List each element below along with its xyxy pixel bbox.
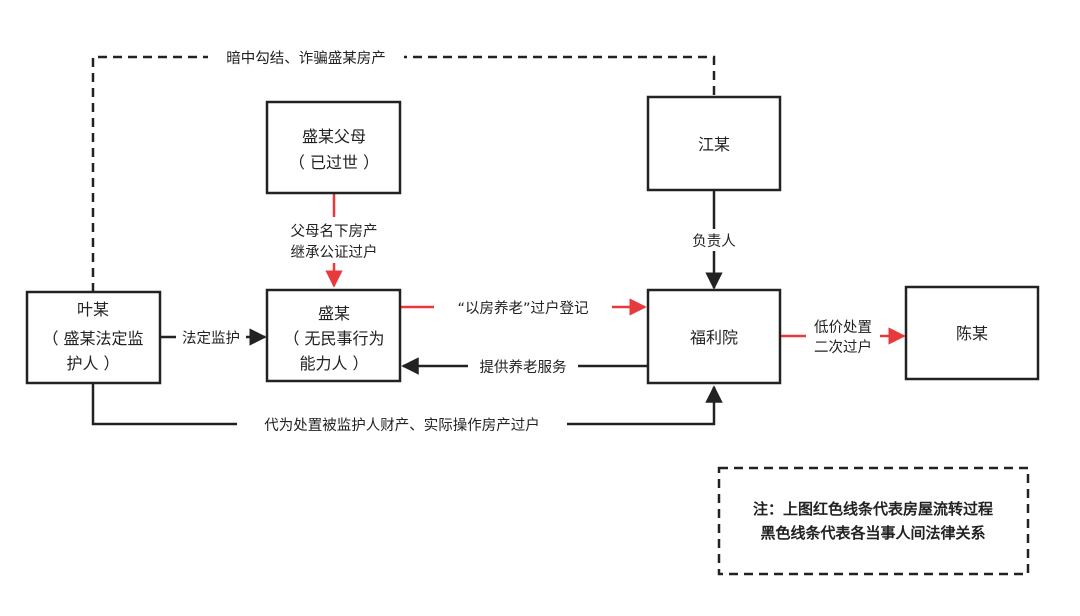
edge-label-inherit: 父母名下房产 继承公证过户 — [279, 217, 389, 263]
node-sheng-line: 盛某 — [318, 304, 350, 323]
edge-label-inherit-text: 继承公证过户 — [291, 244, 378, 261]
edge-label-guardianship: 法定监护 — [176, 326, 246, 348]
edge-label-elder-service-text: 提供养老服务 — [480, 359, 567, 376]
edge-label-collusion: 暗中勾结、诈骗盛某房产 — [208, 46, 404, 68]
edge-label-transfer: “以房养老”过户登记 — [434, 296, 612, 318]
node-parents-line: 盛某父母 — [302, 127, 366, 146]
edge-label-resale-text: 低价处置 — [814, 319, 872, 336]
node-sheng: 盛某 （ 无民事行为 能力人 ） — [265, 288, 402, 383]
node-sheng-line: 能力人 ） — [299, 354, 368, 373]
legend-note: 注：上图红色线条代表房屋流转过程 黑色线条代表各当事人间法律关系 — [717, 466, 1030, 576]
node-fuliyuan: 福利院 — [646, 288, 782, 385]
legend-note-line: 黑色线条代表各当事人间法律关系 — [760, 524, 985, 542]
node-jiang-line: 江某 — [698, 135, 730, 154]
node-sheng-line: （ 无民事行为 — [283, 329, 384, 348]
node-jiang: 江某 — [646, 95, 782, 192]
node-ye-line: 护人 ） — [66, 354, 119, 373]
node-chen-line: 陈某 — [956, 324, 988, 343]
node-ye-line: （ 盛某法定监 — [42, 329, 143, 348]
legend-note-line: 注：上图红色线条代表房屋流转过程 — [753, 500, 993, 518]
node-ye-line: 叶某 — [77, 300, 109, 319]
edge-label-transfer-text: “以房养老”过户登记 — [457, 300, 588, 317]
node-parents-line: （ 已过世 ） — [289, 153, 379, 172]
edge-label-guardianship-text: 法定监护 — [182, 330, 240, 347]
node-ye: 叶某 （ 盛某法定监 护人 ） — [25, 290, 162, 385]
edge-label-dispose-text: 代为处置被监护人财产、实际操作房产过户 — [264, 417, 540, 434]
edge-label-collusion-text: 暗中勾结、诈骗盛某房产 — [226, 50, 386, 67]
node-chen: 陈某 — [904, 285, 1040, 381]
edge-label-inherit-text: 父母名下房产 — [291, 223, 378, 240]
collusion-connector — [91, 55, 716, 292]
edge-label-elder-service: 提供养老服务 — [468, 355, 578, 377]
edge-label-responsible-text: 负责人 — [692, 233, 736, 250]
node-fuliyuan-line: 福利院 — [690, 328, 738, 347]
edge-label-resale: 低价处置 二次过户 — [806, 314, 880, 358]
node-parents: 盛某父母 （ 已过世 ） — [265, 100, 402, 195]
edge-label-resale-text: 二次过户 — [814, 339, 872, 356]
edge-label-responsible: 负责人 — [684, 229, 744, 251]
edge-label-dispose: 代为处置被监护人财产、实际操作房产过户 — [237, 413, 567, 435]
